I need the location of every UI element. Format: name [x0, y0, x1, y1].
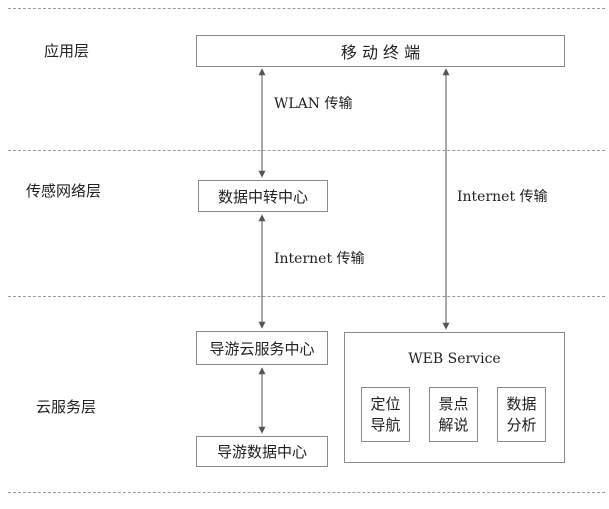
edge-label-internet-relay: Internet 传输: [274, 251, 365, 267]
edge-label-internet-direct: Internet 传输: [457, 189, 548, 205]
divider-application-sensing: [8, 150, 605, 151]
divider-bottom: [8, 492, 605, 493]
module-line: 分析: [506, 415, 537, 434]
module-location-navigation: 定位 导航: [361, 387, 410, 442]
tour-cloud-service-center-label: 导游云服务中心: [209, 339, 315, 358]
edge-label-wlan: WLAN 传输: [274, 96, 353, 112]
data-relay-center-label: 数据中转中心: [217, 187, 308, 206]
data-relay-center-box: 数据中转中心: [198, 180, 328, 212]
mobile-terminal-label: 移 动 终 端: [340, 43, 421, 62]
mobile-terminal-box: 移 动 终 端: [196, 35, 565, 67]
tour-data-center-box: 导游数据中心: [196, 436, 328, 467]
module-scenic-commentary: 景点 解说: [429, 387, 478, 442]
module-line: 景点: [438, 394, 469, 413]
tour-cloud-service-center-box: 导游云服务中心: [196, 331, 328, 365]
web-service-title: WEB Service: [408, 351, 501, 367]
module-line: 数据: [506, 394, 537, 413]
module-line: 定位: [370, 394, 401, 413]
layer-label-cloud-service: 云服务层: [36, 398, 97, 416]
module-line: 解说: [438, 415, 469, 434]
module-data-analysis: 数据 分析: [497, 387, 546, 442]
tour-data-center-label: 导游数据中心: [216, 443, 307, 461]
module-line: 导航: [370, 415, 401, 434]
divider-top: [8, 8, 605, 9]
divider-sensing-cloud: [8, 296, 605, 297]
layer-label-sensing-network: 传感网络层: [26, 182, 102, 200]
web-service-box: WEB Service 定位 导航 景点 解说 数据 分析: [344, 332, 565, 463]
layer-label-application: 应用层: [44, 42, 90, 60]
